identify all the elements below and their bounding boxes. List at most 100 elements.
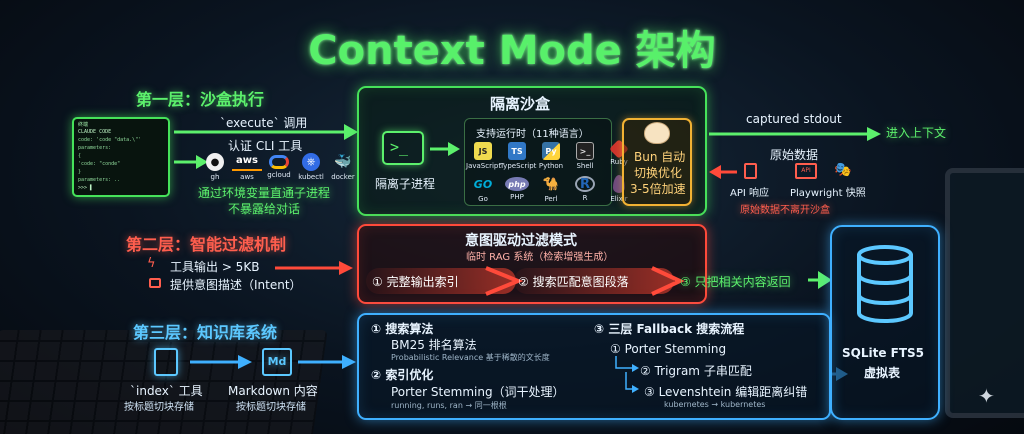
javascript-icon: JS — [474, 142, 492, 160]
search-algo-main: BM25 排名算法 — [391, 338, 477, 352]
fallback-title: ③ 三层 Fallback 搜索流程 — [594, 322, 745, 336]
index-tool-label: `index` 工具 — [130, 384, 203, 398]
index-opt-main: Porter Stemming（词干处理） — [391, 385, 565, 399]
layer3-label: 第三层：知识库系统 — [133, 323, 278, 342]
terminal-line: { — [78, 153, 82, 159]
cli-tool-label: gh — [210, 173, 220, 181]
markdown-arrow — [298, 355, 356, 369]
sparkle-icon: ✦ — [978, 384, 995, 408]
kubernetes-icon: ⎈ — [302, 153, 320, 171]
captured-stdout-label: captured stdout — [746, 112, 842, 126]
bun-icon — [644, 122, 670, 144]
index-doc-icon — [154, 348, 178, 376]
playwright-icon: 🎭 — [834, 162, 852, 178]
step-arrow-2 — [651, 266, 685, 296]
language-label: Python — [538, 162, 564, 170]
typescript-icon: TS — [508, 142, 526, 160]
step2-pill — [514, 268, 674, 294]
index-tool-note: 按标题切块存储 — [124, 402, 194, 413]
terminal-line: 'code: "conde" — [78, 161, 121, 167]
php-icon: php — [505, 177, 529, 191]
terminal-line: code: 'code "data.\"' — [78, 137, 142, 143]
language-item: php PHP — [500, 175, 534, 203]
aws-icon: aws — [232, 153, 262, 171]
fallback-step-3-sub: kubernetes → kubernetes — [664, 400, 766, 409]
runtime-title: 支持运行时（11种语言） — [476, 129, 589, 140]
r-icon: R — [575, 176, 595, 192]
terminal-line: parameters: .. — [78, 177, 121, 183]
terminal-line: CLAUDE CODE — [78, 129, 112, 135]
laptop-decoration — [945, 168, 1024, 418]
input-label-1: 工具输出 > 5KB — [170, 260, 260, 274]
filter-title: 意图驱动过滤模式 — [465, 233, 577, 249]
docker-icon: 🐳 — [334, 154, 352, 170]
cli-note-2: 不暴露给对话 — [228, 202, 301, 216]
language-item: R R — [568, 175, 602, 203]
api-response-label: API 响应 — [730, 188, 769, 199]
index-opt-sub: running, runs, ran → 同一根根 — [391, 401, 507, 410]
to-db-arrow — [808, 271, 832, 289]
document-icon — [744, 163, 757, 179]
cli-tool-label: kubectl — [298, 173, 324, 181]
execute-label: `execute` 调用 — [220, 116, 308, 130]
language-label: Go — [478, 195, 488, 203]
into-context-label: 进入上下文 — [886, 126, 947, 140]
gcloud-icon — [269, 155, 289, 169]
language-item: GO Go — [466, 175, 500, 204]
markdown-note: 按标题切块存储 — [236, 402, 306, 413]
database-icon — [857, 245, 913, 323]
github-icon: ● — [206, 153, 224, 171]
terminal-window: 终端 CLAUDE CODE code: 'code "data.\"' par… — [72, 117, 170, 197]
terminal-icon: >_ — [382, 131, 424, 165]
subprocess-arrow — [430, 142, 460, 156]
language-row-1: JS JavaScript TS TypeScript Py Python >_… — [466, 139, 636, 170]
cli-note-1: 通过环境变量直通子进程 — [198, 186, 331, 200]
language-label: PHP — [510, 193, 524, 201]
terminal-prompt: >>> ▌ — [78, 185, 94, 191]
language-item: >_ Shell — [568, 142, 602, 170]
filter-subtitle: 临时 RAG 系统（检索增强生成） — [466, 252, 614, 263]
fallback-step-1: ① Porter Stemming — [610, 342, 727, 356]
terminal-line: } — [78, 169, 82, 175]
search-algo-sub: Probabilistic Relevance 基于稀散的文长度 — [391, 353, 550, 362]
language-item: TS TypeScript — [500, 142, 536, 170]
language-item: JS JavaScript — [466, 142, 502, 170]
terminal-tab: 终端 — [78, 122, 89, 128]
language-label: Perl — [544, 195, 558, 203]
fallback-connector — [615, 356, 639, 393]
cli-title: 认证 CLI 工具 — [228, 139, 303, 153]
api-icon: API — [795, 163, 817, 179]
language-item: Py Python — [534, 142, 568, 170]
go-icon: GO — [473, 177, 493, 191]
execute-arrow — [174, 124, 358, 169]
step1-label: ① 完整输出索引 — [372, 275, 459, 289]
markdown-label: Markdown 内容 — [228, 384, 318, 398]
markdown-icon: Md — [262, 348, 292, 376]
cli-tool-label: docker — [331, 173, 355, 181]
lightning-icon: ϟ — [147, 256, 156, 271]
playwright-label: Playwright 快照 — [790, 188, 866, 199]
chat-icon — [149, 278, 161, 288]
cli-tool: gcloud — [264, 153, 294, 181]
raw-data-title: 原始数据 — [770, 148, 819, 162]
language-label: Ruby — [610, 158, 628, 166]
layer2-label: 第二层：智能过滤机制 — [126, 235, 287, 254]
cli-tool: ● gh — [200, 153, 230, 181]
step3-label: ③ 只把相关内容返回 — [680, 275, 791, 289]
sandbox-box — [357, 86, 707, 216]
language-label: JavaScript — [466, 162, 502, 170]
bun-line-1: Bun 自动 — [634, 150, 686, 164]
index-arrow — [190, 355, 252, 369]
layer1-label: 第一层：沙盒执行 — [136, 90, 265, 109]
fallback-step-2: ② Trigram 子串匹配 — [640, 364, 752, 378]
shell-icon: >_ — [576, 142, 594, 160]
db-label-1: SQLite FTS5 — [842, 346, 925, 360]
input-label-2: 提供意图描述（Intent） — [170, 278, 302, 292]
sandbox-title: 隔离沙盒 — [490, 95, 551, 113]
cli-tools: ● gh aws aws gcloud ⎈ kubectl 🐳 docker — [200, 153, 358, 181]
fallback-step-3: ③ Levenshtein 编辑距离纠错 — [644, 385, 808, 399]
language-label: Elixir — [610, 195, 628, 203]
terminal-line: parameters: — [78, 145, 112, 151]
language-item: Ruby — [602, 139, 636, 170]
step2-label: ② 搜索匹配意图段落 — [518, 275, 629, 289]
